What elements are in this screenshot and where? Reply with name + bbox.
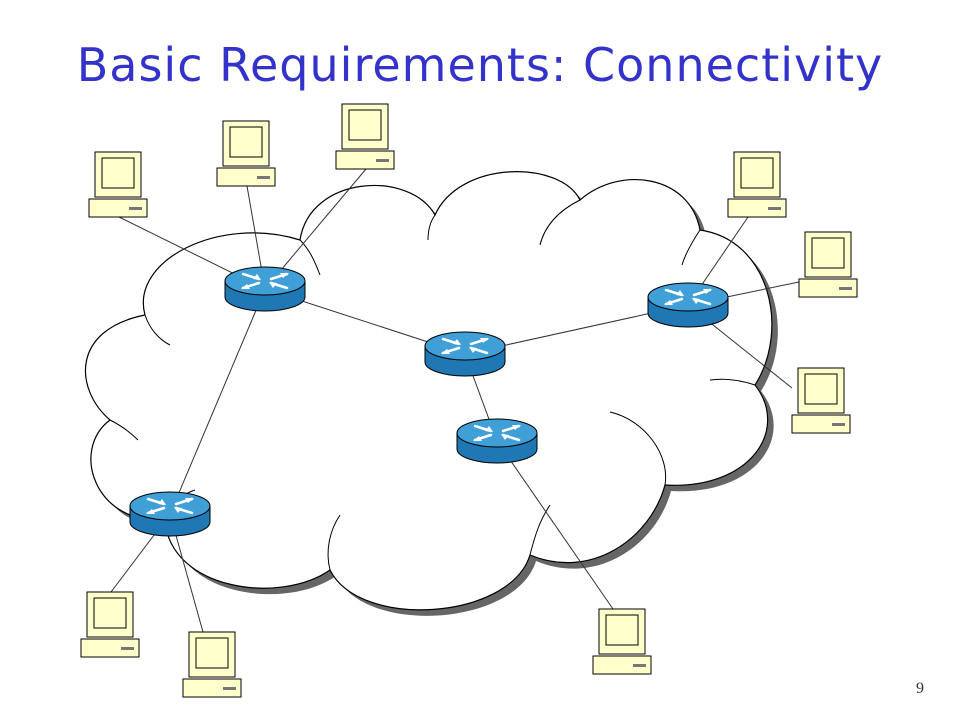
computer-icon-h7 — [80, 591, 140, 658]
computer-icon-h4 — [727, 151, 787, 218]
router-icon-r3 — [646, 281, 730, 329]
slide-number: 9 — [916, 680, 924, 697]
computer-icon-h2 — [216, 120, 276, 187]
router-icon-r4 — [455, 417, 539, 465]
link-r1-r5 — [169, 288, 266, 515]
slide-title: Basic Requirements: Connectivity — [76, 38, 884, 92]
link-r4-h9 — [496, 440, 614, 610]
computer-icon-h1 — [88, 151, 148, 218]
computer-icon-h9 — [592, 608, 652, 675]
computer-icon-h6 — [791, 367, 851, 434]
computer-icon-h3 — [335, 103, 395, 170]
cloud-body — [84, 171, 773, 611]
router-icon-r2 — [423, 330, 507, 378]
computer-icon-h5 — [798, 231, 858, 298]
cloud — [84, 171, 778, 616]
computer-icon-h8 — [182, 631, 242, 698]
router-icon-r5 — [128, 490, 212, 538]
router-icon-r1 — [223, 265, 307, 313]
